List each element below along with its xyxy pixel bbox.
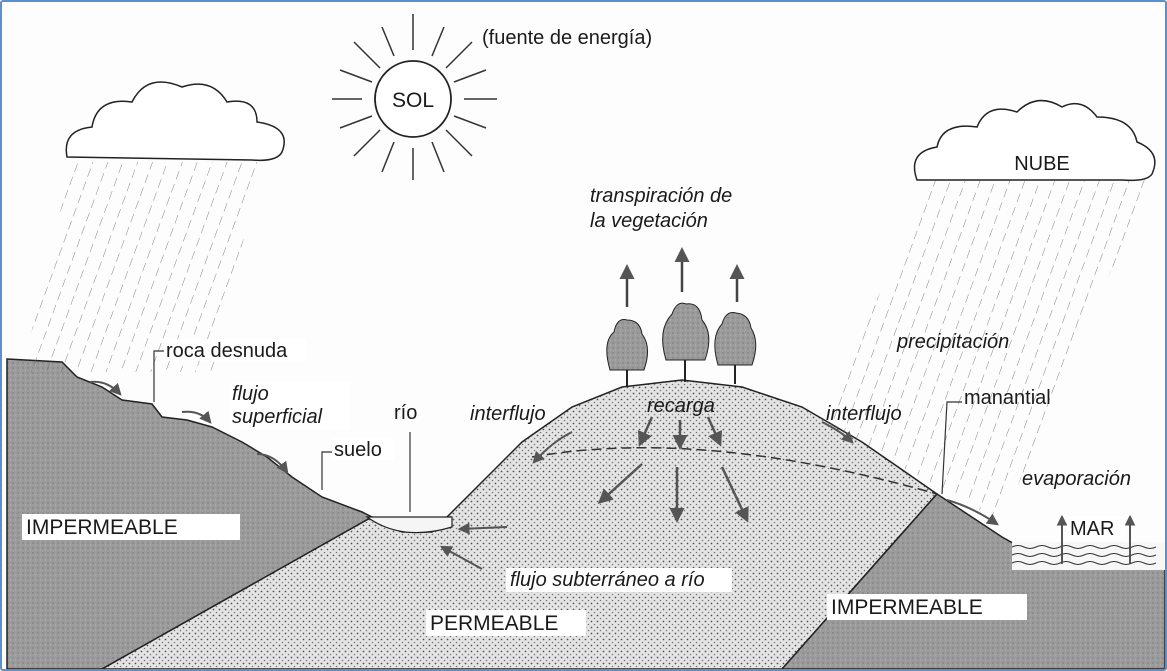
sea-waves (1011, 545, 1157, 565)
leader-lines (153, 350, 962, 512)
evaporation-label: evaporación (1022, 468, 1131, 490)
underground-flow-label: flujo subterráneo a río (510, 569, 705, 591)
sun-label: SOL (392, 89, 434, 112)
cloud-left (65, 81, 285, 162)
tree-3 (714, 312, 757, 384)
sea-label: MAR (1070, 518, 1114, 540)
rain-left (22, 162, 262, 372)
soil-label: suelo (334, 439, 382, 461)
spring-label: manantial (964, 387, 1051, 409)
river-water (365, 516, 453, 534)
transpiration-label-line2: la vegetación (590, 210, 708, 232)
permeable-label: PERMEABLE (430, 612, 558, 635)
sun (332, 14, 497, 180)
recharge-arrows (597, 416, 749, 523)
cloud-label: NUBE (1014, 153, 1070, 175)
precipitation-label: precipitación (896, 331, 1009, 353)
tree-1 (606, 319, 648, 387)
interflow-left-label: interflujo (470, 403, 546, 425)
energy-source-label: (fuente de energía) (482, 27, 652, 49)
recharge-label: recarga (647, 395, 715, 417)
transpiration-label-line1: transpiración de (590, 185, 732, 207)
impermeable-right-label: IMPERMEABLE (831, 596, 983, 619)
cloud-right (913, 99, 1156, 182)
river-label: río (394, 402, 417, 424)
impermeable-left-label: IMPERMEABLE (26, 516, 178, 539)
surface-flow-label-line1: flujo (232, 383, 269, 405)
transpiration-arrows (619, 247, 745, 307)
rain-right (822, 177, 1152, 522)
surface-flow-label-line2: superficial (232, 406, 323, 428)
trees (606, 302, 757, 387)
interflow-right-label: interflujo (826, 403, 902, 425)
flow-arrows (89, 380, 999, 570)
tree-2 (662, 302, 710, 382)
evaporation-arrows (1056, 514, 1136, 564)
water-table-line (531, 447, 938, 495)
bare-rock-label: roca desnuda (166, 340, 288, 362)
